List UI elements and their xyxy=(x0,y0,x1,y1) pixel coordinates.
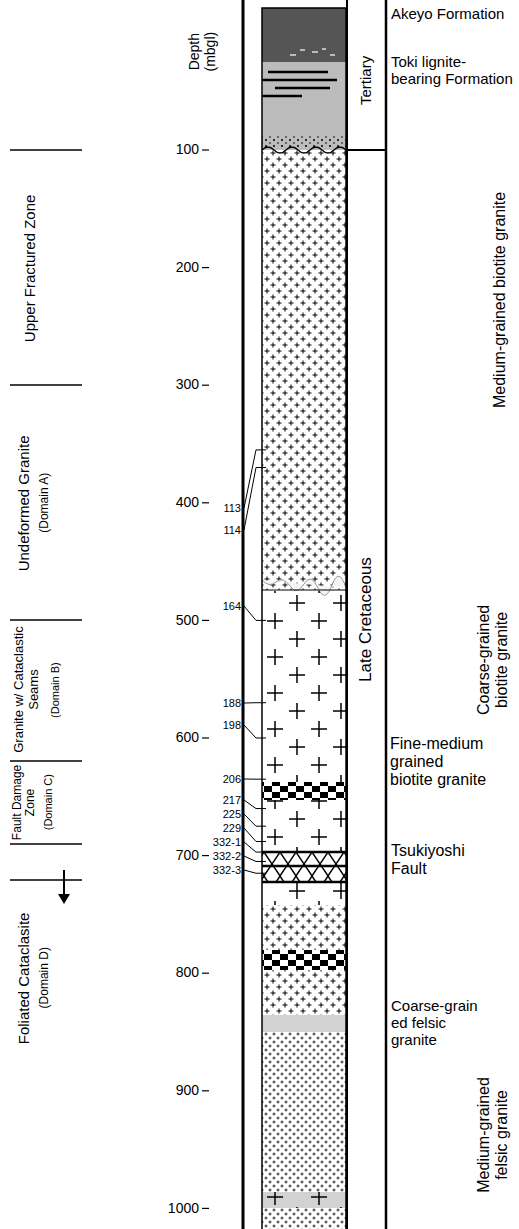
depth-tick xyxy=(202,502,209,503)
depth-number: 800 xyxy=(176,965,199,981)
sample-number: 332-3 xyxy=(213,864,241,876)
lithology-label: Medium-grained felsic granite xyxy=(475,1060,511,1210)
sample-tick xyxy=(244,779,266,780)
sample-number: 188 xyxy=(223,697,241,709)
zone-label: Undeformed Granite xyxy=(16,403,33,603)
lithology-label: Akeyo Formation xyxy=(391,6,516,23)
depth-number: 1000 xyxy=(168,1201,199,1217)
lithology-label: Medium-grained biotite granite xyxy=(491,150,509,450)
sample-tick xyxy=(244,725,266,738)
sample-number: 113 xyxy=(223,502,241,514)
depth-number: 600 xyxy=(176,730,199,746)
domain-label: (Domain B) xyxy=(49,640,61,740)
depth-tick xyxy=(202,973,209,974)
depth-tick xyxy=(202,385,209,386)
sample-tick xyxy=(244,800,266,809)
lithology-label: Tsukiyoshi Fault xyxy=(391,842,491,878)
depth-number: 200 xyxy=(176,260,199,276)
depth-number: 900 xyxy=(176,1083,199,1099)
depth-tick xyxy=(202,149,209,150)
sample-tick xyxy=(244,828,266,841)
sample-number: 229 xyxy=(223,822,241,834)
sample-number: 114 xyxy=(223,524,241,536)
depth-number: 300 xyxy=(176,377,199,393)
depth-tick xyxy=(202,267,209,268)
lithology-label: Coarse-grained biotite granite xyxy=(475,590,511,730)
sample-number: 198 xyxy=(223,719,241,731)
sample-tick xyxy=(244,606,266,620)
sample-number: 225 xyxy=(223,808,241,820)
lithology-label: Toki lignite-bearing Formation xyxy=(391,54,516,88)
sample-number: 332-2 xyxy=(213,850,241,862)
domain-label: (Domain A) xyxy=(38,443,51,563)
depth-tick xyxy=(202,855,209,856)
sample-tick xyxy=(244,842,266,852)
age-label: Late Cretaceous xyxy=(356,470,375,770)
zone-label: Upper Fractured Zone xyxy=(22,158,39,378)
zone-label: Foliated Cataclasite xyxy=(16,883,33,1073)
sample-tick xyxy=(244,814,266,826)
lithology-label: Coarse-grain ed felsic granite xyxy=(391,998,491,1048)
domain-label: (Domain C) xyxy=(42,762,54,842)
depth-number: 500 xyxy=(176,613,199,629)
axis-title: Depth (mbgl) xyxy=(187,23,218,81)
zone-label: Fault Damage Zone xyxy=(11,762,38,842)
sample-number: 206 xyxy=(223,773,241,785)
sample-tick xyxy=(244,856,266,861)
sample-number: 217 xyxy=(223,794,241,806)
sample-number: 164 xyxy=(223,600,241,612)
sample-tick xyxy=(244,450,266,508)
sample-tick xyxy=(244,702,266,703)
domain-label: (Domain D) xyxy=(38,918,51,1038)
depth-tick xyxy=(202,1090,209,1091)
depth-tick xyxy=(202,737,209,738)
depth-number: 400 xyxy=(176,495,199,511)
depth-number: 700 xyxy=(176,848,199,864)
sample-tick xyxy=(244,870,266,873)
depth-number: 100 xyxy=(176,142,199,158)
lithology-label: Fine-medium grained biotite granite xyxy=(390,735,490,789)
sample-number: 332-1 xyxy=(213,836,241,848)
depth-tick xyxy=(202,1208,209,1209)
sample-tick xyxy=(244,468,266,530)
depth-tick xyxy=(202,620,209,621)
age-label: Tertiary xyxy=(358,20,375,140)
zone-label: Granite w/ Cataclastic Seams xyxy=(12,624,41,756)
